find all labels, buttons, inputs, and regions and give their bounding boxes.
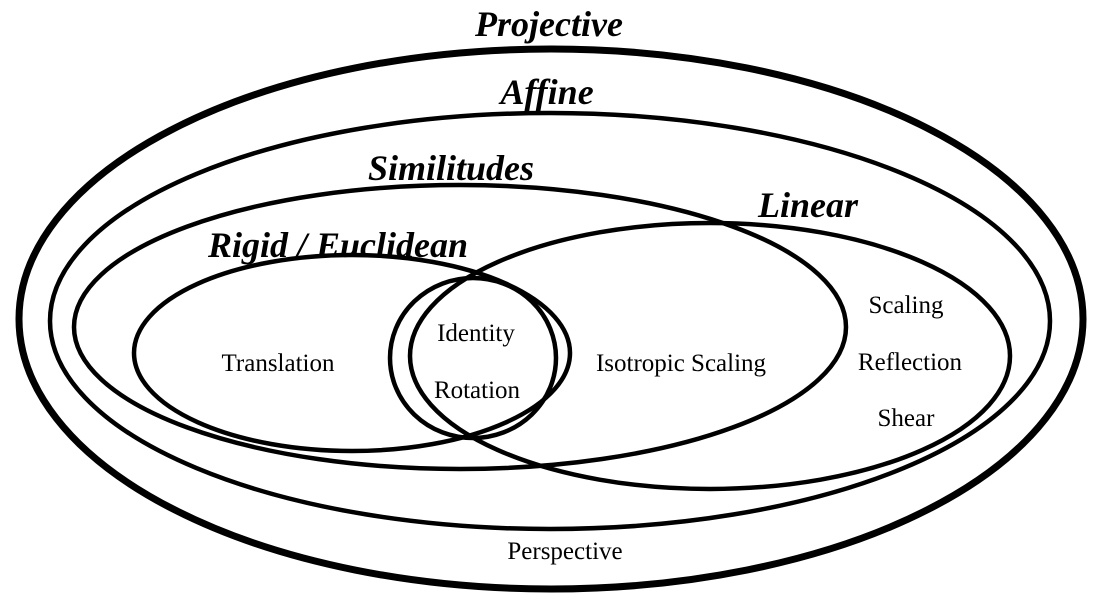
identity-rotation-region-boundary xyxy=(387,275,559,441)
member-perspective: Perspective xyxy=(507,538,622,565)
member-scaling: Scaling xyxy=(869,292,944,319)
projective-title: Projective xyxy=(474,4,623,44)
member-identity: Identity xyxy=(437,320,515,347)
projective-set-boundary xyxy=(15,45,1087,593)
member-shear: Shear xyxy=(878,405,936,432)
similitudes-title: Similitudes xyxy=(368,148,534,188)
affine-title: Affine xyxy=(498,72,593,112)
linear-set-boundary xyxy=(407,220,1013,492)
similitudes-set-boundary xyxy=(71,182,849,472)
affine-set-boundary xyxy=(47,110,1053,532)
member-translation: Translation xyxy=(222,350,335,377)
member-rotation: Rotation xyxy=(434,377,521,404)
member-isotropic-scaling: Isotropic Scaling xyxy=(596,350,767,377)
rigid-euclidean-title: Rigid / Euclidean xyxy=(207,225,468,265)
linear-title: Linear xyxy=(757,185,859,225)
rigid-euclidean-set-boundary xyxy=(131,252,573,454)
member-reflection: Reflection xyxy=(858,349,963,376)
